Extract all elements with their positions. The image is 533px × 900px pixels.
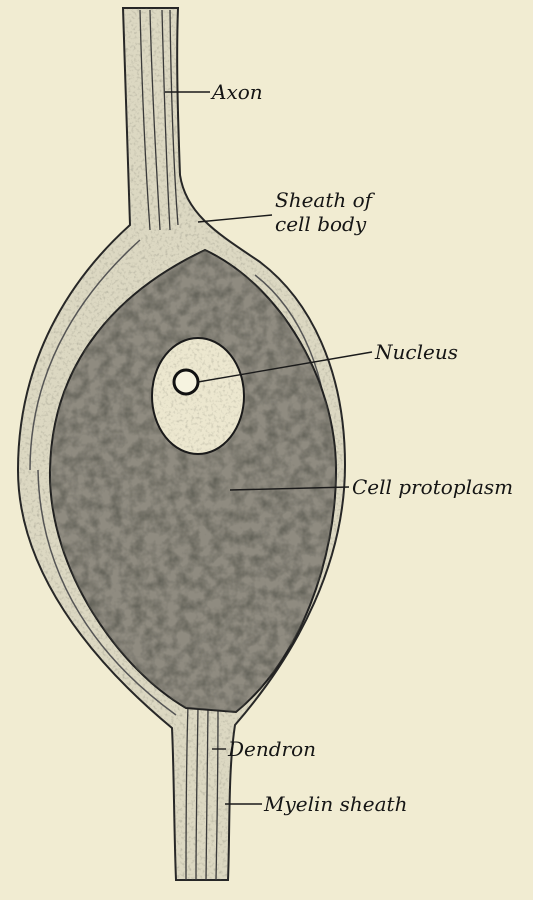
sheath-label-line-2: cell body xyxy=(275,212,372,236)
myelin-sheath-label: Myelin sheath xyxy=(264,792,407,816)
sheath-leader-line xyxy=(198,215,272,222)
nucleus-texture xyxy=(154,340,242,452)
sheath-label-line-1: Sheath of xyxy=(275,188,372,212)
nucleus-label: Nucleus xyxy=(375,340,458,364)
cell-protoplasm-label: Cell protoplasm xyxy=(352,475,513,499)
nucleolus xyxy=(174,370,198,394)
axon-label: Axon xyxy=(212,80,263,104)
dendron-label: Dendron xyxy=(228,737,316,761)
sheath-of-cell-body-label: Sheath of cell body xyxy=(275,188,372,236)
